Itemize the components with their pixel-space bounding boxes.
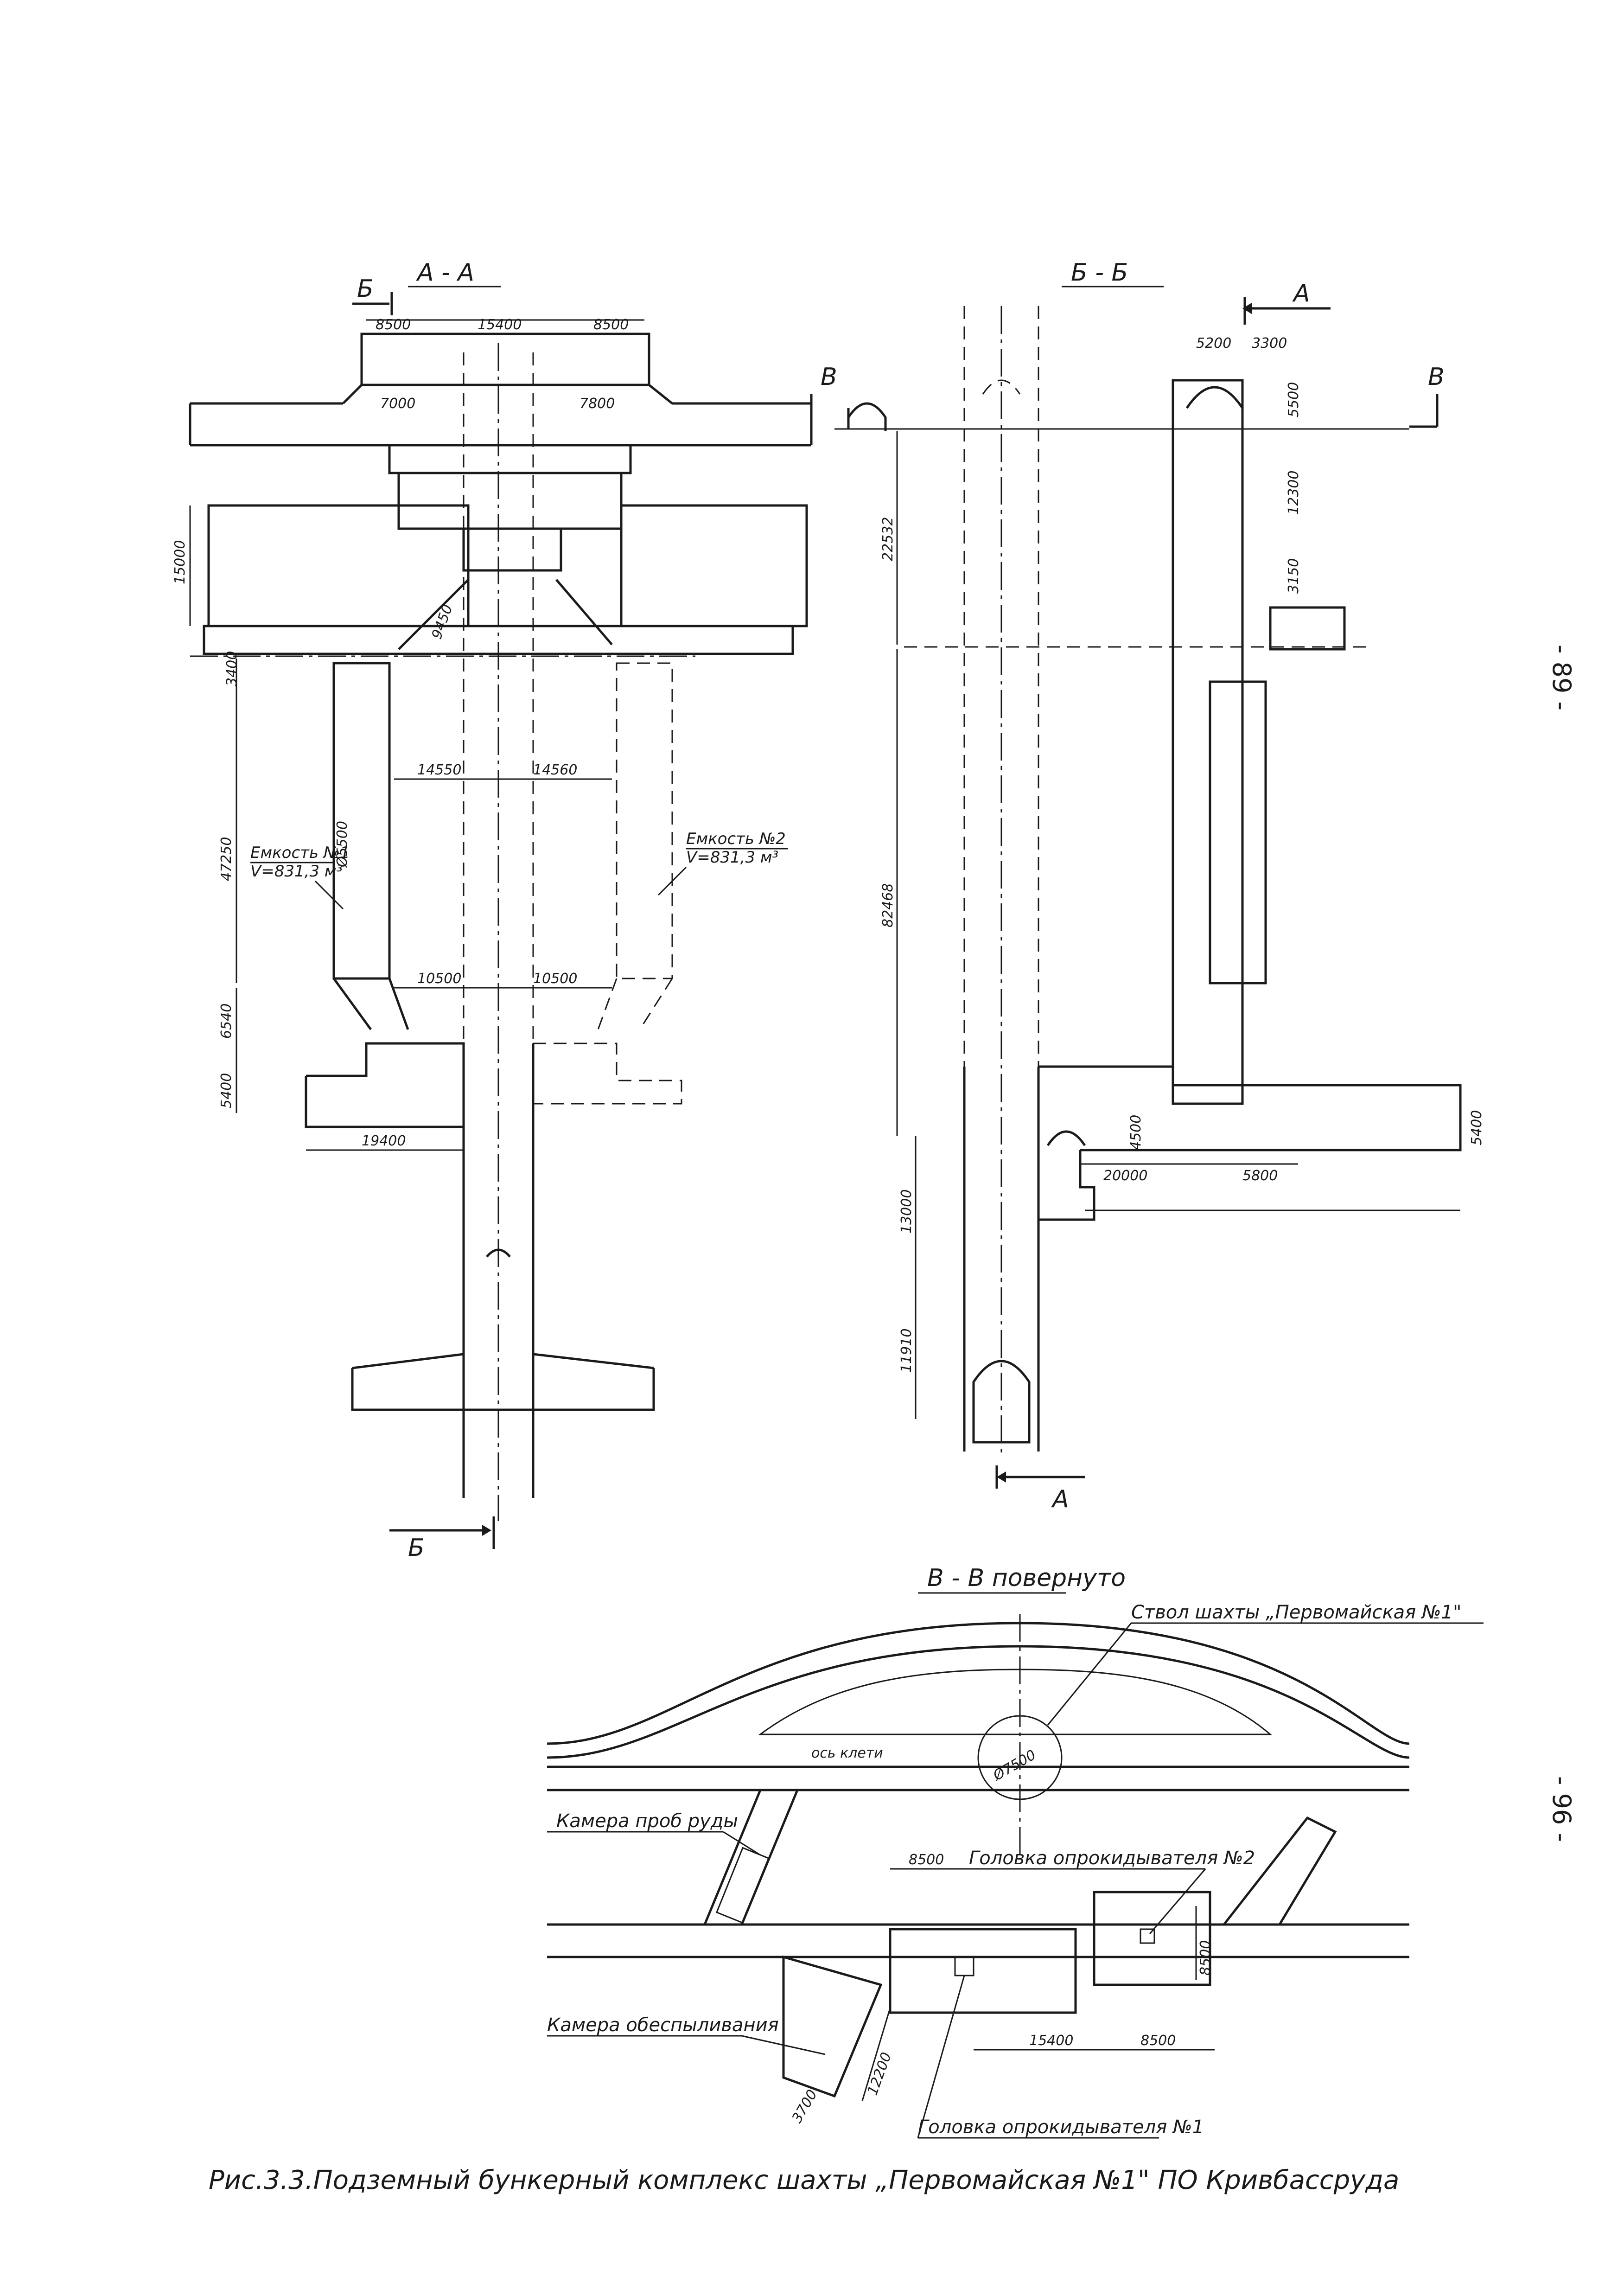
dim-bb-station-w1: 20000: [1103, 1168, 1147, 1184]
dim-aa-transition: 6540: [218, 1004, 235, 1039]
dim-bb-r2: 12300: [1286, 471, 1302, 515]
dim-aa-left-drift: 7000: [380, 396, 415, 412]
dim-bb-r3: 3150: [1286, 558, 1302, 594]
section-bb: Б - Б А А В В: [821, 259, 1485, 1513]
sample-chamber-text: Камера проб руды: [556, 1810, 738, 1832]
section-bb-cut-mark-bottom: А: [1051, 1485, 1069, 1513]
dim-bb-bottom: 11910: [898, 1329, 915, 1373]
shaft-label: Ствол шахты „Первомайская №1": [1047, 1602, 1484, 1726]
bin-2-volume: V=831,3 м³: [686, 848, 778, 867]
dim-aa-top-right: 8500: [593, 317, 629, 333]
shaft-label-text: Ствол шахты „Первомайская №1": [1131, 1602, 1461, 1623]
dedusting-chamber-text: Камера обеспыливания: [547, 2014, 779, 2036]
bin-2-name: Емкость №2: [686, 830, 786, 848]
dim-aa-top-mid: 15400: [478, 317, 522, 333]
section-bb-cut-mark-v: В: [821, 363, 837, 391]
dim-vv-right-height: 8500: [1197, 1940, 1214, 1976]
figure-caption: Рис.3.3.Подземный бункерный комплекс шах…: [209, 2165, 1399, 2195]
dim-bb-upper: 22532: [880, 517, 896, 561]
section-vv: В - В повернуто Ø7500 8500 8500: [547, 1564, 1484, 2139]
tipper-head-1-label: Головка опрокидывателя №1: [917, 1975, 1204, 2139]
dim-aa-right-half: 14560: [533, 762, 577, 778]
page-number-old: - 89 -: [1547, 645, 1576, 710]
section-bb-cut-mark-side: В: [1428, 363, 1445, 391]
bin-2-label: Емкость №2 V=831,3 м³: [657, 830, 788, 896]
dim-aa-station-width: 19400: [362, 1133, 406, 1149]
dim-aa-chamber-height: 15000: [172, 540, 188, 584]
section-aa-title: А - А: [416, 259, 474, 287]
dim-bb-top-2: 3300: [1252, 335, 1287, 352]
sample-chamber-label: Камера проб руды: [547, 1810, 761, 1856]
dedusting-chamber-label: Камера обеспыливания: [547, 2014, 826, 2055]
dim-vv-top: 8500: [909, 1852, 944, 1868]
section-aa-cut-mark-bottom: Б: [408, 1534, 425, 1562]
dim-aa-right-drift: 7800: [580, 396, 615, 412]
bin-1-label: Емкость №1 V=831,3 м³: [250, 844, 350, 910]
section-vv-title: В - В повернуто: [927, 1564, 1126, 1592]
dim-aa-slope: 9450: [429, 602, 456, 641]
dim-aa-top-left: 8500: [376, 317, 411, 333]
tipper-head-2-text: Головка опрокидывателя №2: [969, 1848, 1255, 1869]
tipper-head-2-label: Головка опрокидывателя №2: [969, 1848, 1255, 1934]
dim-bb-station-w2: 5800: [1242, 1168, 1278, 1184]
dim-aa-left-half: 14550: [417, 762, 461, 778]
dim-aa-bin-diameter: Ø5500: [334, 821, 350, 868]
dim-aa-slab: 3400: [224, 651, 240, 686]
dim-aa-left-lower: 10500: [417, 971, 461, 987]
section-bb-cut-mark-top: А: [1292, 280, 1310, 307]
dim-vv-bottom-2: 8500: [1140, 2033, 1176, 2049]
dim-vv-shaft-diameter: Ø7500: [990, 1747, 1039, 1784]
dim-bb-r1: 5500: [1286, 382, 1302, 417]
dim-vv-bottom-1: 15400: [1029, 2033, 1073, 2049]
dim-vv-small: 3700: [789, 2087, 821, 2126]
dim-aa-station: 5400: [218, 1073, 235, 1108]
dim-bb-right: 5400: [1469, 1110, 1485, 1145]
dim-bb-lower: 82468: [880, 883, 896, 927]
dim-aa-right-lower: 10500: [533, 971, 577, 987]
section-bb-title: Б - Б: [1071, 259, 1128, 287]
dim-aa-bin-height: 47250: [218, 837, 235, 881]
bin-1-volume: V=831,3 м³: [250, 862, 343, 881]
dim-vv-diagonal: 12200: [865, 2050, 895, 2098]
section-aa-cut-mark-top: Б: [357, 275, 374, 303]
dim-bb-sump: 13000: [898, 1189, 915, 1234]
dim-bb-station-h: 4500: [1128, 1115, 1144, 1150]
bin-1-name: Емкость №1: [250, 844, 350, 862]
cage-axis-label: ось клети: [811, 1745, 883, 1761]
section-aa: А - А Б Б: [172, 259, 813, 1562]
page-number-new: - 96 -: [1547, 1776, 1576, 1842]
dim-bb-top-1: 5200: [1196, 335, 1231, 352]
tipper-head-1-text: Головка опрокидывателя №1: [918, 2117, 1204, 2138]
